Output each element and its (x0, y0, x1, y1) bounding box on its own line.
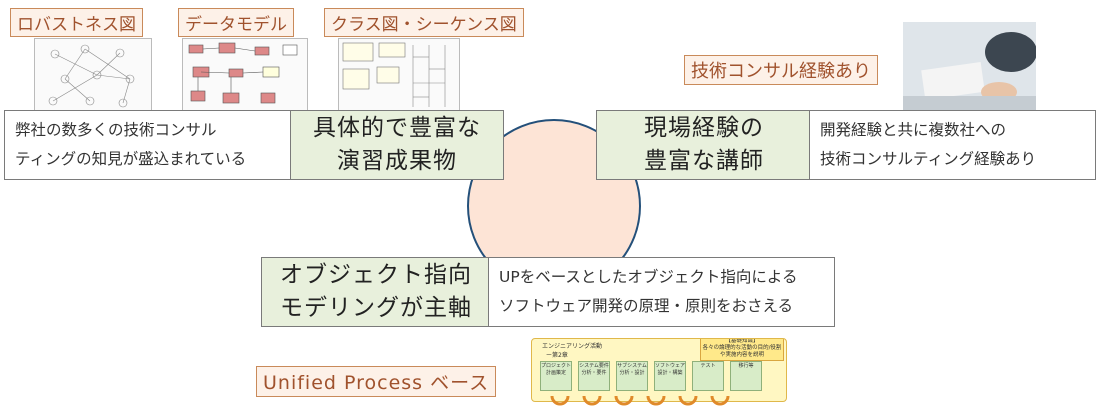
scroll-note-body: 各々の論理的な活動の目的/役割や実施内容を説明 (702, 345, 782, 358)
data-model-image (188, 42, 298, 104)
scroll-step: システム要件分析・要件 (578, 361, 610, 391)
bottom-description-line2: ソフトウェア開発の原理・原則をおさえる (499, 297, 794, 315)
consulting-experience-label: 技術コンサル経験あり (684, 55, 878, 85)
bottom-highlight-line1: オブジェクト指向 (280, 262, 472, 288)
left-highlight-line1: 具体的で豊富な (313, 115, 481, 141)
right-highlight-box: 現場経験の 豊富な講師 (596, 110, 812, 180)
scroll-step: 移行等 (730, 361, 762, 391)
scroll-note: 【基礎知識】 各々の論理的な活動の目的/役割や実施内容を説明 (700, 338, 784, 361)
data-model-label: データモデル (178, 8, 294, 37)
meeting-photo-image (903, 22, 1036, 110)
class-sequence-thumbnail (338, 38, 460, 112)
scroll-step: テスト (692, 361, 724, 391)
consulting-photo (903, 22, 1036, 110)
engineering-activity-scroll: エンジニアリング活動 ー第2章 【基礎知識】 各々の論理的な活動の目的/役割や実… (531, 338, 787, 402)
bottom-highlight-line2: モデリングが主軸 (280, 295, 472, 321)
class-sequence-diagram-label: クラス図・シーケンス図 (324, 8, 524, 37)
scroll-chapter: ー第2章 (546, 352, 568, 359)
right-highlight-line2: 豊富な講師 (644, 148, 764, 174)
unified-process-label: Unified Process ベース (256, 366, 497, 397)
right-description-line1: 開発経験と共に複数社への (820, 121, 1007, 139)
right-description-box: 開発経験と共に複数社への 技術コンサルティング経験あり (809, 110, 1096, 180)
left-highlight-box: 具体的で豊富な 演習成果物 (290, 110, 504, 180)
left-description-box: 弊社の数多くの技術コンサル ティングの知見が盛込まれている (4, 110, 293, 180)
bottom-description-box: UPをベースとしたオブジェクト指向による ソフトウェア開発の原理・原則をおさえる (488, 257, 835, 327)
scroll-title: エンジニアリング活動 (542, 343, 603, 350)
robustness-diagram-image (48, 44, 135, 108)
scroll-step: サブシステム分析・設計 (616, 361, 648, 391)
bottom-highlight-box: オブジェクト指向 モデリングが主軸 (261, 257, 491, 327)
scroll-note-title: 【基礎知識】 (725, 338, 759, 344)
right-highlight-line1: 現場経験の (644, 115, 764, 141)
scroll-step: ソフトウェア設計・構築 (654, 361, 686, 391)
data-model-thumbnail (182, 38, 308, 112)
left-highlight-line2: 演習成果物 (337, 148, 457, 174)
class-sequence-image (342, 42, 446, 107)
bottom-description-line1: UPをベースとしたオブジェクト指向による (499, 268, 798, 286)
right-description-line2: 技術コンサルティング経験あり (820, 150, 1037, 168)
robustness-diagram-label: ロバストネス図 (10, 8, 143, 37)
left-description-line2: ティングの知見が盛込まれている (15, 150, 247, 168)
left-description-line1: 弊社の数多くの技術コンサル (15, 121, 217, 139)
robustness-diagram-thumbnail (34, 38, 152, 112)
scroll-rings (550, 395, 730, 406)
scroll-step: プロジェクト計画策定 (540, 361, 572, 391)
